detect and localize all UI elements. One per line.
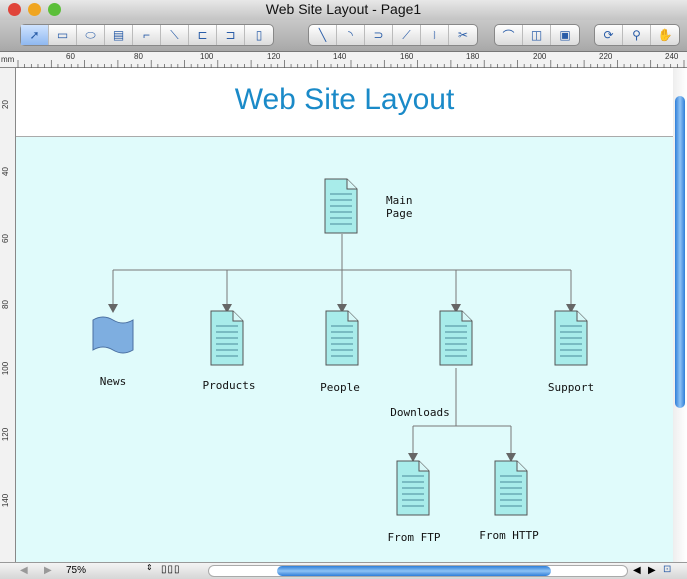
ruler-label: 120 [267, 52, 281, 61]
view-tools: ⟳ ⚲ ✋ [594, 24, 680, 46]
union-tool[interactable]: ◫ [523, 25, 551, 45]
ruler-label: 100 [1, 361, 11, 376]
ruler-label: 120 [1, 427, 11, 442]
bezier-tool[interactable]: ⌒ [495, 25, 523, 45]
group-tool[interactable]: ▣ [559, 28, 571, 42]
vertical-scroll-thumb[interactable] [675, 96, 685, 408]
page-view-buttons[interactable]: ▯▯▯ [161, 564, 181, 575]
connectors [92, 178, 588, 516]
node-main-page[interactable]: Main Page [386, 194, 413, 220]
zoom-button[interactable] [48, 3, 61, 16]
line-connector-tool[interactable]: ⟍ [161, 25, 189, 45]
close-button[interactable] [8, 3, 21, 16]
ruler-label: 60 [0, 234, 10, 243]
vertical-scrollbar[interactable] [673, 68, 687, 562]
arc-tool[interactable]: ◝ [337, 25, 365, 45]
zoom-field[interactable]: 75% [66, 565, 87, 576]
ruler-label: 140 [1, 493, 11, 508]
pointer-tool[interactable]: ➚ [21, 25, 49, 45]
node-support[interactable]: Support [547, 381, 595, 394]
page-next-button[interactable]: ▶ [44, 565, 52, 576]
chain-connector-tool[interactable]: ⊐ [217, 25, 245, 45]
zoom-stepper[interactable]: ⇕ [146, 563, 153, 572]
line-tools: ╲ ◝ ⊃ ⟋ ⧘ ✂ [308, 24, 478, 46]
ruler-label: 40 [0, 167, 10, 176]
zoom-icon[interactable]: ⚲ [623, 25, 651, 45]
main-page-icon [324, 178, 358, 234]
status-bar: ◀ ▶ 75% ⇕ ▯▯▯ ◀ ▶ ⊡ [0, 562, 687, 579]
ruler-label: 200 [533, 52, 547, 61]
scroll-right-button[interactable]: ▶ [648, 565, 656, 576]
smart-connector-tool[interactable]: ⊏ [189, 25, 217, 45]
shape-ops: ⌒ ◫ ▣ [494, 24, 580, 46]
draw-tools: ➚ ▭ ⬭ ▤ ⌐ ⟍ ⊏ ⊐ ▯ [20, 24, 274, 46]
ruler-label: 100 [200, 52, 214, 61]
node-from-ftp[interactable]: From FTP [387, 531, 441, 544]
ruler-label: 60 [66, 52, 75, 61]
horizontal-scroll-thumb[interactable] [277, 566, 551, 576]
node-people[interactable]: People [320, 381, 360, 394]
horizontal-scrollbar[interactable] [208, 565, 628, 577]
curve-tool[interactable]: ⊃ [365, 25, 393, 45]
node-from-http[interactable]: From HTTP [479, 529, 539, 542]
rotate-icon[interactable]: ⟳ [595, 25, 623, 45]
scroll-left-button[interactable]: ◀ [633, 565, 641, 576]
ruler-label: 140 [333, 52, 347, 61]
fit-page-icon[interactable]: ⊡ [663, 564, 672, 575]
polyline-tool[interactable]: ⟋ [393, 25, 421, 45]
news-icon [92, 316, 134, 354]
minimize-button[interactable] [28, 3, 41, 16]
window-title: Web Site Layout - Page1 [265, 1, 422, 17]
page-prev-button[interactable]: ◀ [20, 565, 28, 576]
ruler-label: 20 [0, 100, 10, 109]
split-tool[interactable]: ⧘ [421, 25, 449, 45]
hand-icon[interactable]: ✋ [657, 28, 673, 42]
ellipse-tool[interactable]: ⬭ [77, 25, 105, 45]
ruler-unit: mm [1, 55, 15, 64]
diagram-title: Web Site Layout [16, 68, 673, 137]
ruler-label: 80 [134, 52, 143, 61]
connector-tool[interactable]: ⌐ [133, 25, 161, 45]
rectangle-tool[interactable]: ▭ [49, 25, 77, 45]
toolbar: ➚ ▭ ⬭ ▤ ⌐ ⟍ ⊏ ⊐ ▯ ╲ ◝ ⊃ ⟋ ⧘ ✂ ⌒ ◫ ▣ ⟳ ⚲ … [0, 20, 687, 52]
ruler-label: 160 [400, 52, 414, 61]
node-products[interactable]: Products [202, 379, 256, 392]
insert-tool[interactable]: ▯ [255, 28, 263, 42]
node-news[interactable]: News [99, 375, 127, 388]
title-bar: Web Site Layout - Page1 [0, 0, 687, 20]
left-ruler: 20 40 60 80 100 120 140 [0, 68, 16, 562]
ruler-label: 80 [0, 300, 10, 309]
drawing-canvas[interactable]: Web Site Layout Main Page News Products … [16, 68, 673, 562]
line-tool[interactable]: ╲ [309, 25, 337, 45]
top-ruler: mm 60 80 100 120 140 160 180 200 220 240 [0, 52, 687, 68]
text-tool[interactable]: ▤ [105, 25, 133, 45]
ruler-label: 240 [665, 52, 679, 61]
scissors-tool[interactable]: ✂ [457, 28, 469, 42]
node-downloads[interactable]: Downloads [390, 406, 450, 419]
ruler-label: 180 [466, 52, 480, 61]
ruler-label: 220 [599, 52, 613, 61]
